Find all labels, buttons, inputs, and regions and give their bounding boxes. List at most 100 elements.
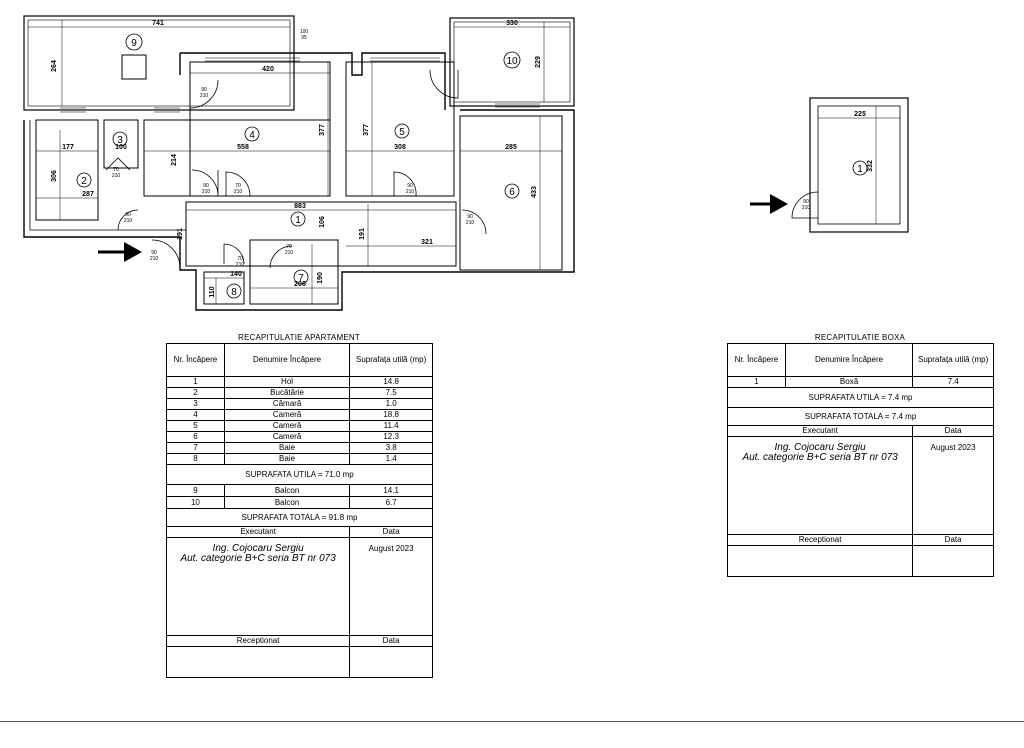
door-note: 90 [203, 183, 209, 189]
door-note: 210 [285, 250, 294, 256]
door-note: 90 [467, 214, 473, 220]
door-note: 210 [124, 218, 133, 224]
col-header-nr: Nr. Încăpere [166, 343, 225, 377]
execution-date: August 2023 [912, 436, 994, 535]
door-note: 70 [286, 244, 292, 250]
dim-label: 264 [51, 60, 58, 72]
door-note: 210 [202, 189, 211, 195]
data-label: Data [349, 526, 433, 538]
dim-label: 741 [152, 20, 164, 27]
room-number-4: 4 [249, 130, 255, 141]
data-label: Data [349, 635, 433, 647]
dim-label: 191 [177, 228, 184, 240]
room-number-2: 2 [81, 176, 87, 187]
dim-label: 558 [237, 144, 249, 151]
engineer-name: Ing. Cojocaru Sergiu [774, 442, 866, 453]
room-number-8: 8 [231, 287, 237, 298]
door-note: 210 [234, 189, 243, 195]
apartment-recap-table: Nr. Încăpere Denumire Încăpere Suprafața… [165, 343, 433, 678]
receptionat-date-cell [349, 646, 433, 678]
dim-label: 177 [62, 144, 74, 151]
dim-label: 287 [82, 191, 94, 198]
room-number-10: 10 [506, 56, 518, 67]
dim-label: 433 [531, 186, 538, 198]
dim-label: 321 [421, 239, 433, 246]
door-note: 70 [113, 167, 119, 173]
receptionat-cell [165, 646, 351, 678]
room-2-outline [35, 119, 99, 221]
dim-label: 330 [506, 20, 518, 27]
dim-label: 332 [867, 160, 874, 172]
engineer-signature-block: Ing. Cojocaru Sergiu Aut. categorie B+C … [165, 537, 351, 636]
door-note: 90 [151, 250, 157, 256]
room-5-outline [345, 61, 455, 197]
box-room-number-1: 1 [857, 164, 863, 175]
room-number-5: 5 [399, 127, 405, 138]
door-note: 210 [406, 189, 415, 195]
dim-label: 190 [317, 272, 324, 284]
execution-date: August 2023 [349, 537, 433, 636]
receptionat-cell [726, 545, 914, 577]
dim-label: 306 [51, 170, 58, 182]
data-label: Data [912, 534, 994, 546]
box-recap-table: Nr. Încăpere Denumire Încăpere Suprafața… [726, 343, 994, 577]
room-6-outline [459, 115, 563, 271]
door-note: 90 [407, 183, 413, 189]
door-note: 90 [803, 199, 809, 205]
dim-label: 285 [505, 144, 517, 151]
door-note: 90 [201, 87, 207, 93]
dim-label: 225 [854, 111, 866, 118]
col-header-area: Suprafața utilă (mp) [912, 343, 994, 377]
door-note: 210 [200, 93, 209, 99]
balcony-9-outline [23, 15, 295, 111]
dim-label: 229 [535, 56, 542, 68]
window-note: 95 [301, 35, 307, 41]
window-note: 100 [300, 29, 309, 35]
door-note: 210 [112, 173, 121, 179]
door-note: 90 [125, 212, 131, 218]
door-note: 70 [237, 256, 243, 262]
total-area-total: SUPRAFATA TOTALA = 7.4 mp [727, 407, 994, 426]
storage-box-outline [809, 97, 909, 233]
dim-label: 377 [363, 124, 370, 136]
door-note: 210 [802, 205, 811, 211]
entrance-arrow-icon [98, 242, 142, 262]
dim-label: 883 [294, 203, 306, 210]
receptionat-date-cell [912, 545, 994, 577]
door-note: 210 [150, 256, 159, 262]
room-number-9: 9 [131, 38, 137, 49]
dim-label: 140 [230, 271, 242, 278]
dim-label: 106 [319, 216, 326, 228]
box-entrance-arrow-icon [750, 194, 788, 214]
col-header-name: Denumire Încăpere [784, 343, 914, 377]
room-1-hall-outline [185, 201, 457, 267]
door-note: 210 [236, 262, 245, 268]
col-header-area: Suprafața utilă (mp) [349, 343, 433, 377]
room-number-7: 7 [298, 273, 304, 284]
dim-label: 191 [359, 228, 366, 240]
engineer-name: Ing. Cojocaru Sergiu [212, 543, 304, 554]
usable-area-total: SUPRAFATA UTILA = 7.4 mp [727, 387, 994, 408]
room-3-outline [103, 119, 139, 169]
executant-label: Executant [165, 526, 351, 538]
col-header-nr: Nr. Încăpere [727, 343, 786, 377]
receptionat-label: Receptionat [165, 635, 351, 647]
total-area-total: SUPRAFATA TOTALA = 91.8 mp [166, 508, 433, 527]
dim-label: 110 [209, 286, 216, 297]
engineer-authorization: Aut. categorie B+C seria BT nr 073 [742, 452, 898, 463]
door-note: 70 [235, 183, 241, 189]
dim-label: 214 [171, 154, 178, 166]
room-8-outline [203, 271, 245, 305]
data-label: Data [912, 425, 994, 437]
page-divider [0, 721, 1024, 722]
